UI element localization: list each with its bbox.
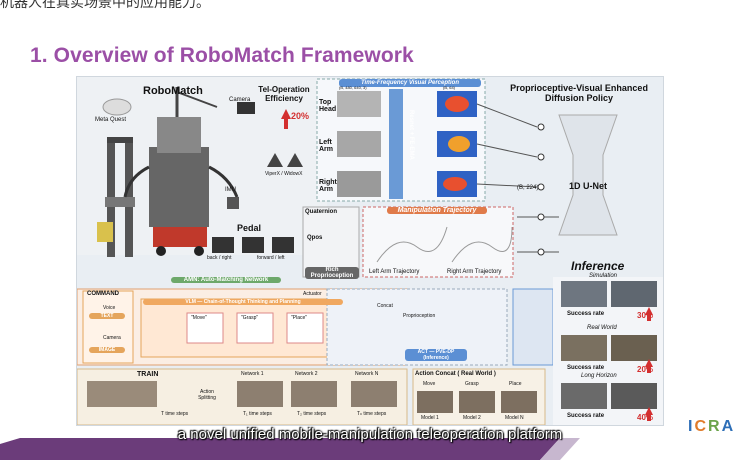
model-n-label: Model N xyxy=(505,415,524,421)
net2-steps-label: T₂ time steps xyxy=(297,411,327,417)
step-grasp: "Grasp" xyxy=(241,315,259,321)
concat-place: Place xyxy=(509,381,522,387)
view-right-arm: Right Arm xyxy=(319,179,337,193)
train-label: TRAIN xyxy=(137,371,159,378)
viperx-label: ViperX / WidowX xyxy=(265,171,303,177)
sr-label-3: Success rate xyxy=(567,413,605,419)
icra-logo-a: A xyxy=(721,418,736,435)
network-1-label: Network 1 xyxy=(241,371,264,377)
resnet-label: Resnet + FE-EMA xyxy=(408,110,414,160)
real-world-label: Real World xyxy=(587,325,617,331)
t-steps-label: T time steps xyxy=(161,411,189,417)
concat-grasp: Grasp xyxy=(465,381,479,387)
netn-steps-label: Tₙ time steps xyxy=(357,411,387,417)
actuator-label: Actuator xyxy=(303,291,322,297)
header-cut-text: 机器人在真实场景中的应用能力。 xyxy=(0,0,210,11)
simulation-label: Simulation xyxy=(589,273,618,279)
imu-label: IMU xyxy=(225,187,236,193)
tf-perception-title: Time-Frequency Visual Perception xyxy=(339,79,481,87)
icra-logo-c: C xyxy=(694,418,709,435)
pedal-back-label: back / right xyxy=(207,255,232,261)
amn-label: AMN: Auto-Matching Network xyxy=(171,277,281,283)
rich-proprio-label: Rich Proprioception xyxy=(305,267,359,279)
inference-label: Inference xyxy=(571,259,625,273)
action-split-label: Action Splitting xyxy=(198,389,216,401)
sr-value-1: 30% xyxy=(637,311,654,320)
view-left-arm: Left Arm xyxy=(319,139,334,153)
b224-label: (B, 224) xyxy=(517,185,539,191)
feature-shape-label: (B, 64) xyxy=(443,85,456,90)
view-top-head: Top Head xyxy=(319,99,337,113)
icra-logo-r: R xyxy=(708,418,722,435)
concat-label: Concat xyxy=(377,303,393,309)
sr-label-1: Success rate xyxy=(567,311,605,317)
framework-figure: RoboMatch Tel-Operation Efficiency 20% M… xyxy=(76,76,664,426)
model-2-label: Model 2 xyxy=(463,415,481,421)
camera-label: Camera xyxy=(229,97,251,103)
command-label: COMMAND xyxy=(87,291,119,297)
figure-graphics xyxy=(77,77,663,425)
qpos-label: Qpos xyxy=(307,235,323,241)
left-traj-label: Left Arm Trajectory xyxy=(369,269,420,275)
proprioception-label: Proprioception xyxy=(403,313,436,319)
teleop-gain: 20% xyxy=(291,111,310,121)
unet-label: 1D U-Net xyxy=(569,181,608,191)
icra-logo-i: I xyxy=(688,418,695,435)
video-caption: a novel unified mobile-manipulation tele… xyxy=(177,426,563,443)
step-place: "Place" xyxy=(291,315,308,321)
slide-title: 1. Overview of RoboMatch Framework xyxy=(30,44,414,67)
pvdp-title: Proprioceptive-Visual Enhanced Diffusion… xyxy=(510,83,648,103)
icra-logo: ICRA xyxy=(688,418,735,436)
long-horizon-label: Long Horizon xyxy=(581,373,617,379)
pedal-label: Pedal xyxy=(237,223,262,233)
pedal-forward-label: forward / left xyxy=(257,255,285,261)
model-1-label: Model 1 xyxy=(421,415,439,421)
concat-move: Move xyxy=(423,381,436,387)
quaternion-label: Quaternion xyxy=(305,209,338,215)
sr-value-2: 20% xyxy=(637,365,654,374)
input-shape-label: (B, 480, 640, 3) xyxy=(339,85,367,90)
text-badge: TEXT xyxy=(89,313,125,319)
action-concat-label: Action Concat ( Real World ) xyxy=(415,371,496,377)
camera2-label: Camera xyxy=(103,335,121,341)
sr-value-3: 40% xyxy=(637,413,654,422)
robomatch-label: RoboMatch xyxy=(143,85,203,97)
right-traj-label: Right Arm Trajectory xyxy=(447,269,502,275)
bottom-decor-bar xyxy=(0,438,580,460)
robot-illustration xyxy=(97,87,239,257)
image-badge: IMAGE xyxy=(89,347,125,353)
manip-traj-title: Manipulation Trajectory xyxy=(387,207,487,214)
meta-quest-label: Meta Quest xyxy=(95,117,127,123)
net1-steps-label: T₁ time steps xyxy=(243,411,272,417)
sr-label-2: Success rate xyxy=(567,365,605,371)
voice-label: Voice xyxy=(103,305,116,311)
network-2-label: Network 2 xyxy=(295,371,318,377)
act-pvedp-label: ACT — PVE-DP (Inference) xyxy=(405,349,467,361)
step-move: "Move" xyxy=(191,315,207,321)
network-n-label: Network N xyxy=(355,371,379,377)
teleop-efficiency-label: Tel-Operation Efficiency xyxy=(258,85,310,103)
vlm-label: VLM — Chain-of-Thought Thinking and Plan… xyxy=(143,299,343,305)
